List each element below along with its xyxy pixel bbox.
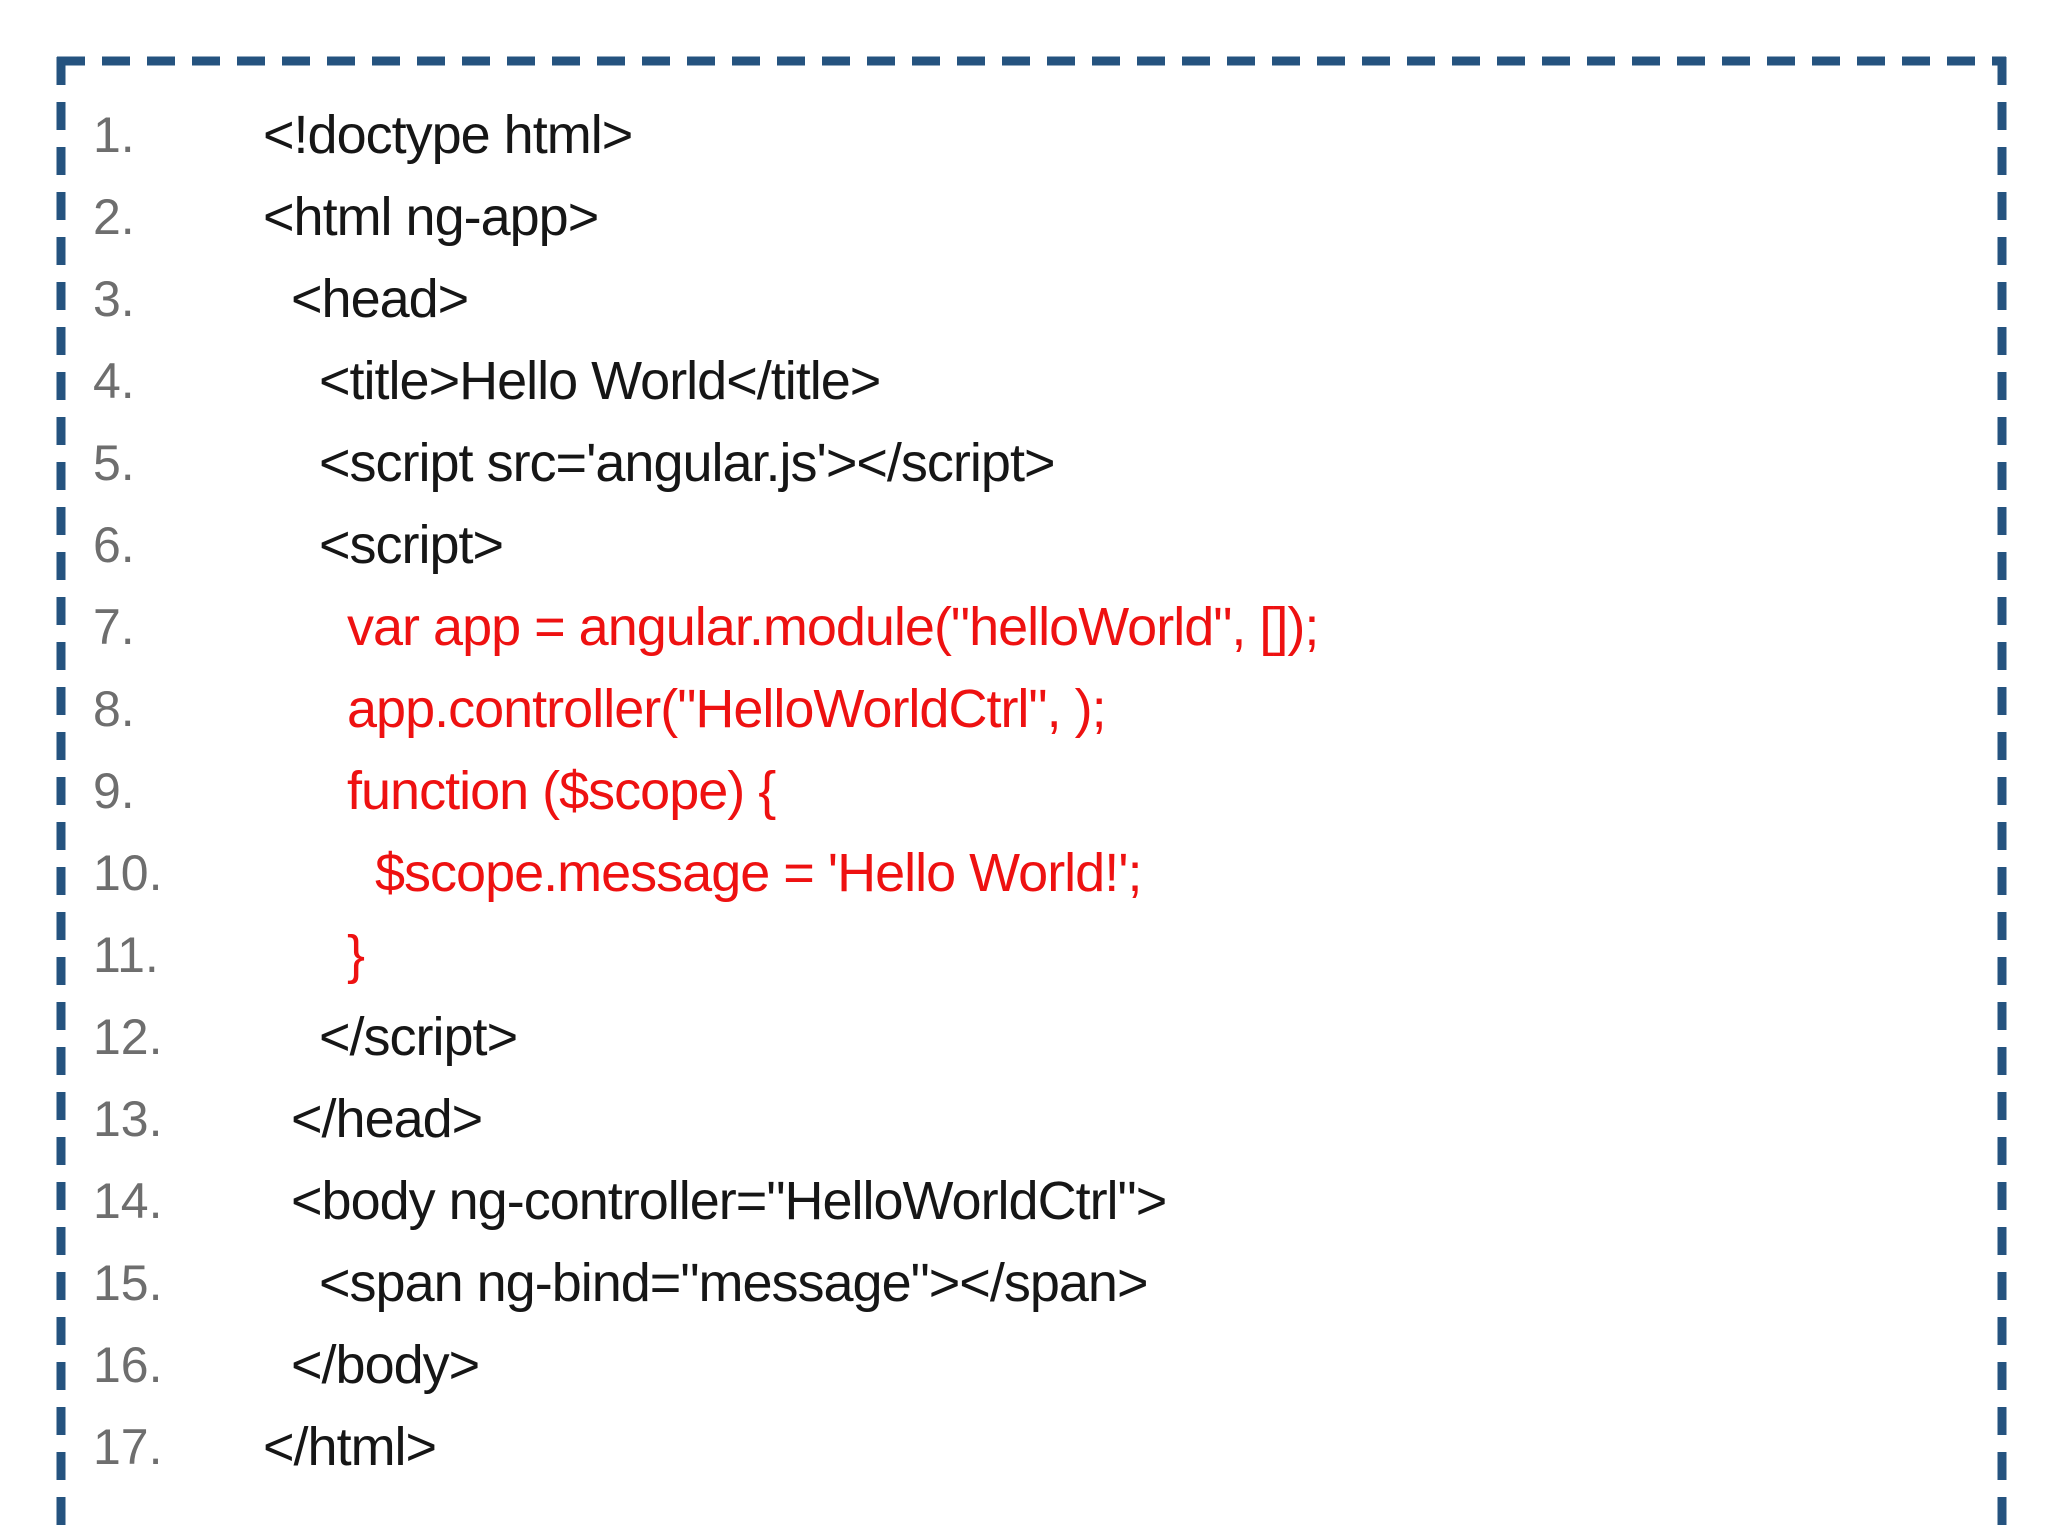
code-text: $scope.message = 'Hello World!';: [263, 843, 1143, 903]
code-line: 7. var app = angular.module("helloWorld"…: [0, 586, 2048, 668]
code-line: 6. <script>: [0, 504, 2048, 586]
code-line: 13. </head>: [0, 1078, 2048, 1160]
code-line: 15. <span ng-bind="message"></span>: [0, 1242, 2048, 1324]
code-listing: 1. <!doctype html> 2. <html ng-app> 3. <head…: [0, 94, 2048, 1488]
line-number: 14.: [93, 1173, 163, 1229]
code-text: app.controller("HelloWorldCtrl", );: [263, 679, 1107, 739]
line-number: 9.: [93, 763, 135, 819]
line-number: 8.: [93, 681, 135, 737]
code-text: </body>: [263, 1335, 480, 1395]
line-number: 10.: [93, 845, 163, 901]
line-number: 3.: [93, 271, 135, 327]
code-line: 17. </html>: [0, 1406, 2048, 1488]
line-number: 17.: [93, 1419, 163, 1475]
code-text: <head>: [263, 269, 469, 329]
code-text: </html>: [263, 1417, 437, 1477]
code-text: var app = angular.module("helloWorld", […: [263, 597, 1319, 657]
line-number: 7.: [93, 599, 135, 655]
line-number: 1.: [93, 107, 135, 163]
code-line: 4. <title>Hello World</title>: [0, 340, 2048, 422]
line-number: 2.: [93, 189, 135, 245]
code-text: <title>Hello World</title>: [263, 351, 881, 411]
code-line: 14. <body ng-controller="HelloWorldCtrl"…: [0, 1160, 2048, 1242]
code-text: <script src='angular.js'></script>: [263, 433, 1055, 493]
code-line: 3. <head>: [0, 258, 2048, 340]
code-text: </head>: [263, 1089, 483, 1149]
line-number: 13.: [93, 1091, 163, 1147]
code-line: 12. </script>: [0, 996, 2048, 1078]
code-text: function ($scope) {: [263, 761, 776, 821]
line-number: 12.: [93, 1009, 163, 1065]
line-number: 5.: [93, 435, 135, 491]
line-number: 6.: [93, 517, 135, 573]
code-line: 1. <!doctype html>: [0, 94, 2048, 176]
code-line: 2. <html ng-app>: [0, 176, 2048, 258]
line-number: 16.: [93, 1337, 163, 1393]
code-line: 11. }: [0, 914, 2048, 996]
code-text: </script>: [263, 1007, 518, 1067]
code-text: <!doctype html>: [263, 105, 633, 165]
code-line: 9. function ($scope) {: [0, 750, 2048, 832]
code-text: <html ng-app>: [263, 187, 599, 247]
line-number: 11.: [93, 927, 159, 983]
code-line: 16. </body>: [0, 1324, 2048, 1406]
code-line: 8. app.controller("HelloWorldCtrl", );: [0, 668, 2048, 750]
code-text: }: [263, 925, 365, 985]
code-line: 5. <script src='angular.js'></script>: [0, 422, 2048, 504]
code-text: <body ng-controller="HelloWorldCtrl">: [263, 1171, 1167, 1231]
code-text: <script>: [263, 515, 504, 575]
line-number: 15.: [93, 1255, 163, 1311]
code-line: 10. $scope.message = 'Hello World!';: [0, 832, 2048, 914]
line-number: 4.: [93, 353, 135, 409]
code-text: <span ng-bind="message"></span>: [263, 1253, 1148, 1313]
